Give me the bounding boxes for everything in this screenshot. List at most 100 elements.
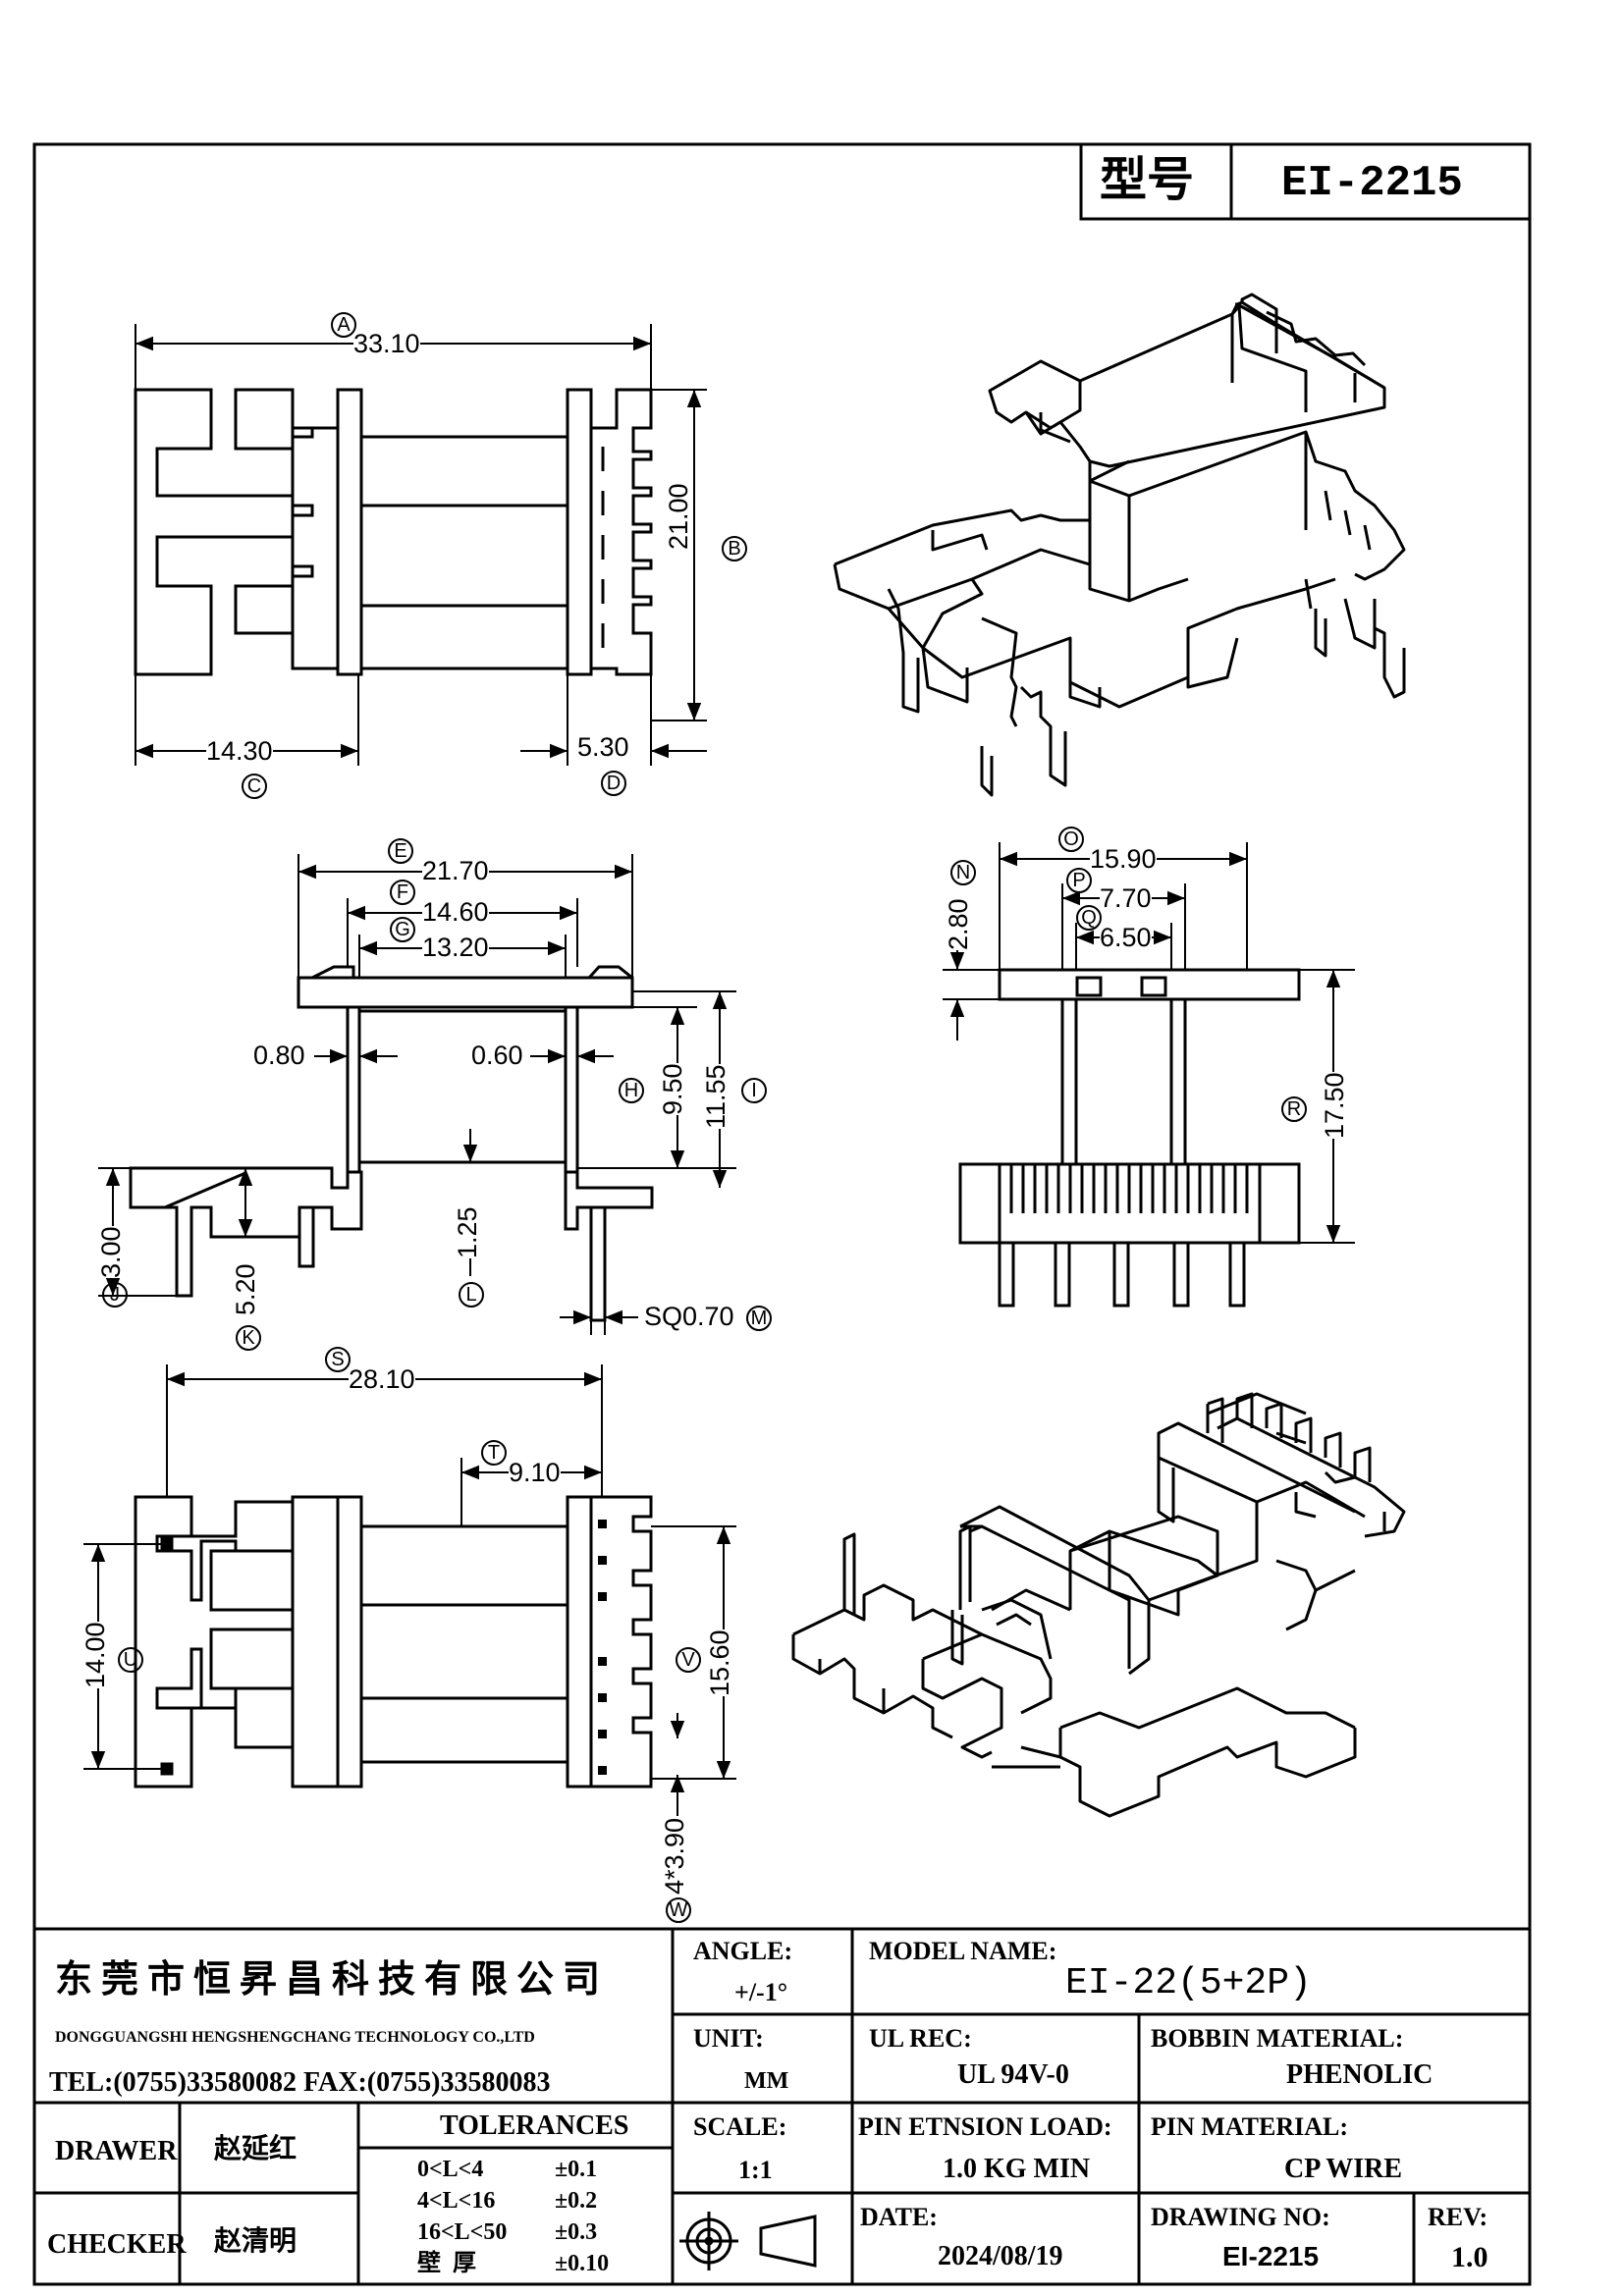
dim-u-value: 14.00 bbox=[81, 1622, 110, 1688]
pin-material-label: PIN MATERIAL: bbox=[1151, 2112, 1349, 2141]
dim-wall-left: 0.80 bbox=[253, 1041, 305, 1070]
rev-label: REV: bbox=[1428, 2203, 1488, 2231]
bobbin-material-label: BOBBIN MATERIAL: bbox=[1151, 2024, 1404, 2053]
dim-q-value: 6.50 bbox=[1100, 923, 1152, 952]
dim-c-value: 14.30 bbox=[206, 736, 273, 766]
tolerance-value-4: ±0.10 bbox=[555, 2251, 610, 2276]
company-name-cn: 东莞市恒昇昌科技有限公司 bbox=[55, 1959, 610, 2001]
unit-value: MM bbox=[744, 2068, 789, 2094]
dim-w-value: 4*3.90 bbox=[660, 1817, 689, 1895]
dim-p-value: 7.70 bbox=[1100, 883, 1152, 913]
pin-material-value: CP WIRE bbox=[1284, 2154, 1403, 2184]
title-block-grid bbox=[34, 1927, 1530, 2284]
dim-n-letter: N bbox=[950, 860, 976, 885]
date-label: DATE: bbox=[860, 2203, 938, 2231]
dim-j-value: 3.00 bbox=[96, 1226, 126, 1278]
unit-label: UNIT: bbox=[693, 2024, 764, 2053]
tolerance-range-1: 0<L<4 bbox=[417, 2157, 484, 2182]
dim-c-letter: C bbox=[242, 774, 267, 799]
dim-f-value: 14.60 bbox=[422, 897, 489, 927]
dim-g-letter: G bbox=[390, 917, 415, 942]
dim-l-value: 1.25 bbox=[453, 1206, 482, 1258]
dim-r-value: 17.50 bbox=[1320, 1072, 1349, 1139]
model-header-label: 型号 bbox=[1100, 154, 1195, 206]
dim-wall-right: 0.60 bbox=[471, 1041, 523, 1070]
bottom-view-dimensions bbox=[83, 1364, 736, 1816]
dim-j-letter: J bbox=[102, 1282, 128, 1308]
tolerance-range-4: 壁 厚 bbox=[417, 2251, 476, 2276]
third-angle-projection-icon bbox=[679, 2212, 817, 2270]
dim-k-letter: K bbox=[236, 1325, 261, 1351]
dim-h-letter: H bbox=[619, 1078, 644, 1103]
iso-view-bottom bbox=[791, 1392, 1406, 1818]
dim-a-value: 33.10 bbox=[353, 329, 420, 358]
dim-k-value: 5.20 bbox=[231, 1263, 260, 1315]
dim-r-letter: R bbox=[1281, 1096, 1307, 1122]
dim-d-value: 5.30 bbox=[577, 732, 629, 762]
tolerance-value-1: ±0.1 bbox=[555, 2157, 598, 2182]
iso-view-top bbox=[833, 293, 1406, 797]
front-view-dimensions bbox=[98, 854, 736, 1335]
model-name-value: EI-22(5+2P) bbox=[1065, 1962, 1312, 2004]
company-name-en: DONGGUANGSHI HENGSHENGCHANG TECHNOLOGY C… bbox=[55, 2029, 535, 2046]
tolerances-title: TOLERANCES bbox=[440, 2110, 629, 2141]
dim-n-value: 2.80 bbox=[944, 898, 973, 950]
tolerance-value-3: ±0.3 bbox=[555, 2219, 598, 2245]
model-header-value: EI-2215 bbox=[1281, 159, 1463, 208]
drawing-no-label: DRAWING NO: bbox=[1151, 2203, 1330, 2231]
bottom-view bbox=[134, 1495, 653, 1789]
angle-value: +/-1° bbox=[734, 1978, 788, 2006]
pin-tension-value: 1.0 KG MIN bbox=[943, 2154, 1091, 2184]
dim-l-letter: L bbox=[459, 1282, 484, 1308]
dim-t-letter: T bbox=[481, 1440, 507, 1466]
scale-value: 1:1 bbox=[738, 2156, 773, 2184]
dim-e-letter: E bbox=[388, 838, 413, 864]
pin-tension-label: PIN ETNSION LOAD: bbox=[858, 2112, 1112, 2141]
rev-value: 1.0 bbox=[1451, 2241, 1488, 2273]
dim-q-letter: Q bbox=[1076, 905, 1102, 931]
side-view bbox=[958, 968, 1301, 1308]
dim-i-letter: I bbox=[741, 1078, 767, 1103]
drawer-name: 赵延红 bbox=[214, 2134, 298, 2164]
front-view bbox=[129, 965, 654, 1322]
dim-f-letter: F bbox=[390, 880, 415, 905]
ul-rec-label: UL REC: bbox=[869, 2024, 972, 2053]
dim-i-value: 11.55 bbox=[701, 1064, 730, 1129]
dim-o-value: 15.90 bbox=[1090, 844, 1157, 874]
dim-a-letter: A bbox=[331, 312, 356, 338]
dim-d-letter: D bbox=[601, 771, 626, 796]
dim-o-letter: O bbox=[1058, 827, 1084, 852]
drawer-label: DRAWER bbox=[55, 2136, 178, 2166]
dim-t-value: 9.10 bbox=[509, 1458, 561, 1487]
checker-label: CHECKER bbox=[47, 2229, 187, 2260]
dim-u-letter: U bbox=[118, 1647, 143, 1673]
tolerance-range-3: 16<L<50 bbox=[417, 2219, 508, 2245]
top-view bbox=[134, 388, 653, 676]
dim-v-value: 15.60 bbox=[705, 1629, 734, 1696]
dim-s-value: 28.10 bbox=[349, 1364, 415, 1394]
drawing-no-value: EI-2215 bbox=[1222, 2241, 1320, 2271]
dim-v-letter: V bbox=[676, 1647, 701, 1673]
company-contact: TEL:(0755)33580082 FAX:(0755)33580083 bbox=[49, 2067, 551, 2098]
tolerance-range-2: 4<L<16 bbox=[417, 2188, 496, 2214]
scale-label: SCALE: bbox=[693, 2112, 787, 2141]
checker-name: 赵清明 bbox=[214, 2226, 298, 2257]
tolerance-value-2: ±0.2 bbox=[555, 2188, 598, 2214]
ul-rec-value: UL 94V-0 bbox=[957, 2059, 1069, 2090]
drawing-frame bbox=[32, 142, 1532, 2286]
side-view-dimensions bbox=[943, 842, 1355, 1244]
dim-h-value: 9.50 bbox=[658, 1063, 687, 1115]
dim-b-value: 21.00 bbox=[664, 483, 693, 550]
dim-s-letter: S bbox=[325, 1347, 351, 1372]
angle-label: ANGLE: bbox=[693, 1937, 793, 1965]
dim-g-value: 13.20 bbox=[422, 933, 489, 962]
date-value: 2024/08/19 bbox=[938, 2241, 1063, 2271]
dim-m-value: SQ0.70 bbox=[644, 1302, 734, 1331]
dim-e-value: 21.70 bbox=[422, 856, 489, 885]
dim-b-letter: B bbox=[722, 536, 747, 561]
bobbin-material-value: PHENOLIC bbox=[1286, 2059, 1434, 2090]
model-name-label: MODEL NAME: bbox=[869, 1937, 1057, 1965]
dim-w-letter: W bbox=[666, 1897, 691, 1923]
model-header-box bbox=[1079, 142, 1532, 221]
